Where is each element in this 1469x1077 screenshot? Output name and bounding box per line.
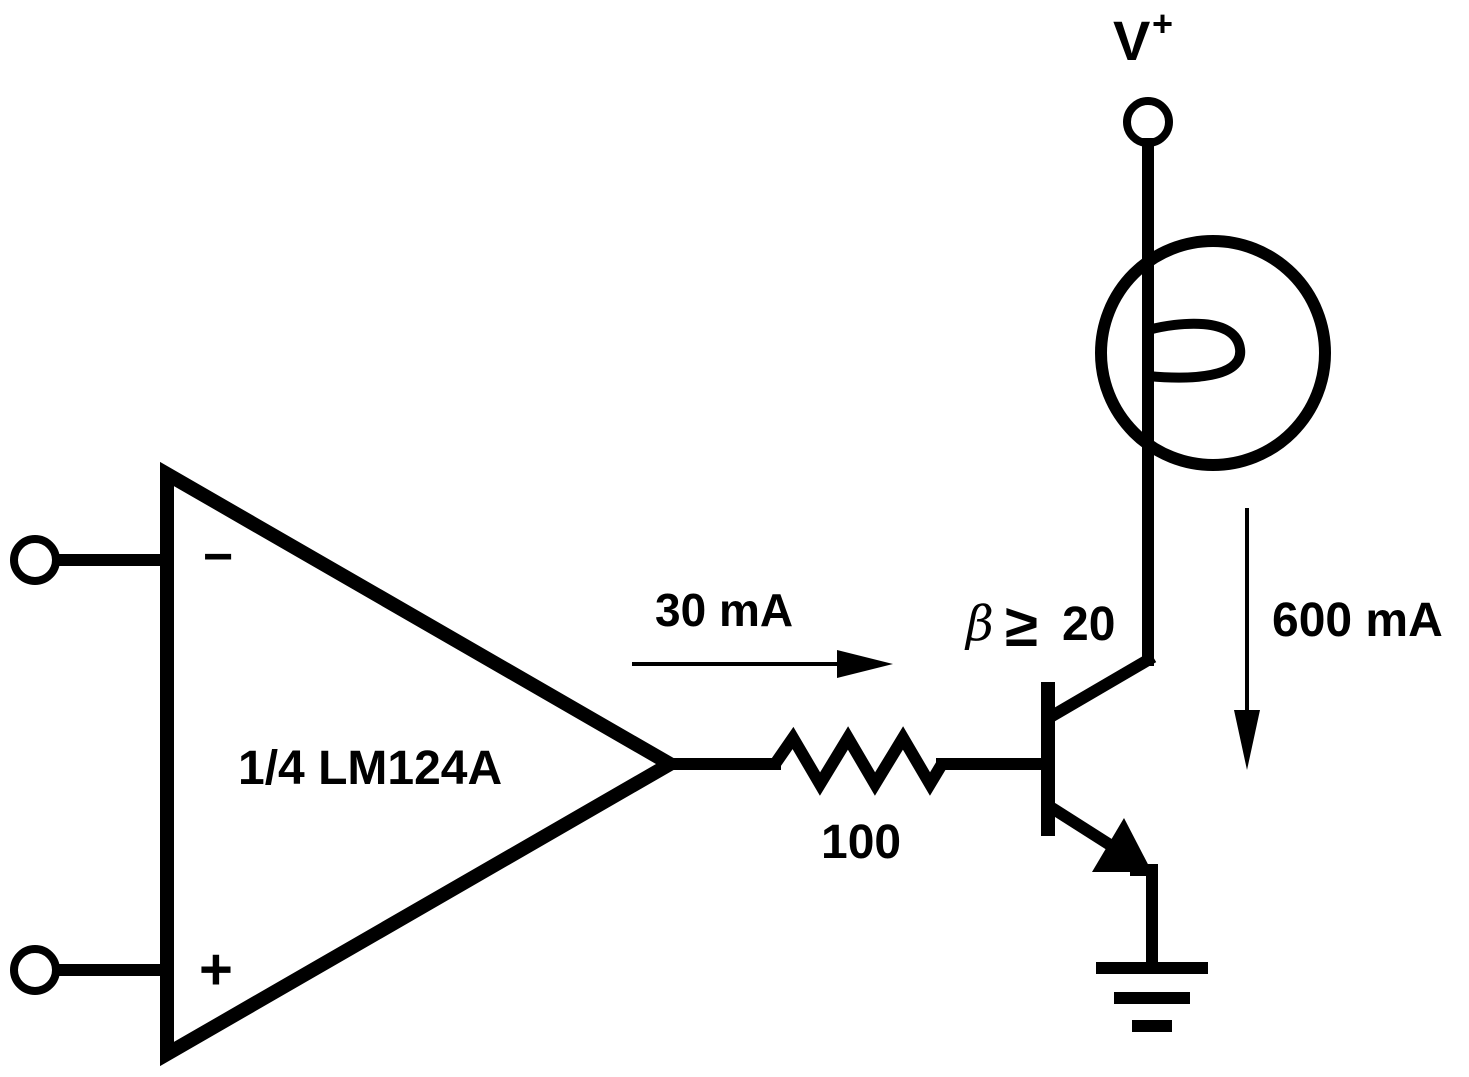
opamp: − + 1/4 LM124A: [160, 461, 685, 1067]
supply-superscript: +: [1152, 3, 1173, 44]
opamp-body: [160, 461, 685, 1067]
base-current-label: 30 mA: [655, 584, 793, 636]
ground-symbol: [1096, 962, 1208, 1032]
resistor: [770, 726, 948, 796]
lamp-filament: [1146, 318, 1246, 383]
transistor-gain-relation: ≥: [1005, 592, 1038, 659]
emitter-wire: [1130, 864, 1158, 968]
noninverting-input-terminal: [10, 945, 60, 995]
supply-label: V: [1113, 9, 1150, 72]
collector-lead: [1043, 651, 1157, 725]
transistor-gain-value: 20: [1062, 598, 1115, 651]
transistor-emitter-lead: [1048, 802, 1122, 856]
lamp: [1095, 235, 1331, 471]
opamp-inverting-sign: −: [203, 528, 233, 586]
load-current-arrowhead: [1234, 710, 1260, 770]
inverting-input-terminal: [10, 535, 60, 585]
transistor-emitter-arrowhead: [1092, 818, 1152, 872]
npn-transistor: [1041, 682, 1158, 968]
resistor-label: 100: [821, 816, 901, 869]
lamp-envelope: [1095, 235, 1331, 471]
opamp-label: 1/4 LM124A: [238, 742, 502, 795]
opamp-noninverting-sign: +: [199, 937, 233, 1002]
load-current-label: 600 mA: [1272, 594, 1443, 647]
supply-terminal: [1123, 97, 1173, 147]
transistor-gain-symbol: β: [964, 596, 994, 652]
base-current-arrowhead: [837, 650, 893, 678]
